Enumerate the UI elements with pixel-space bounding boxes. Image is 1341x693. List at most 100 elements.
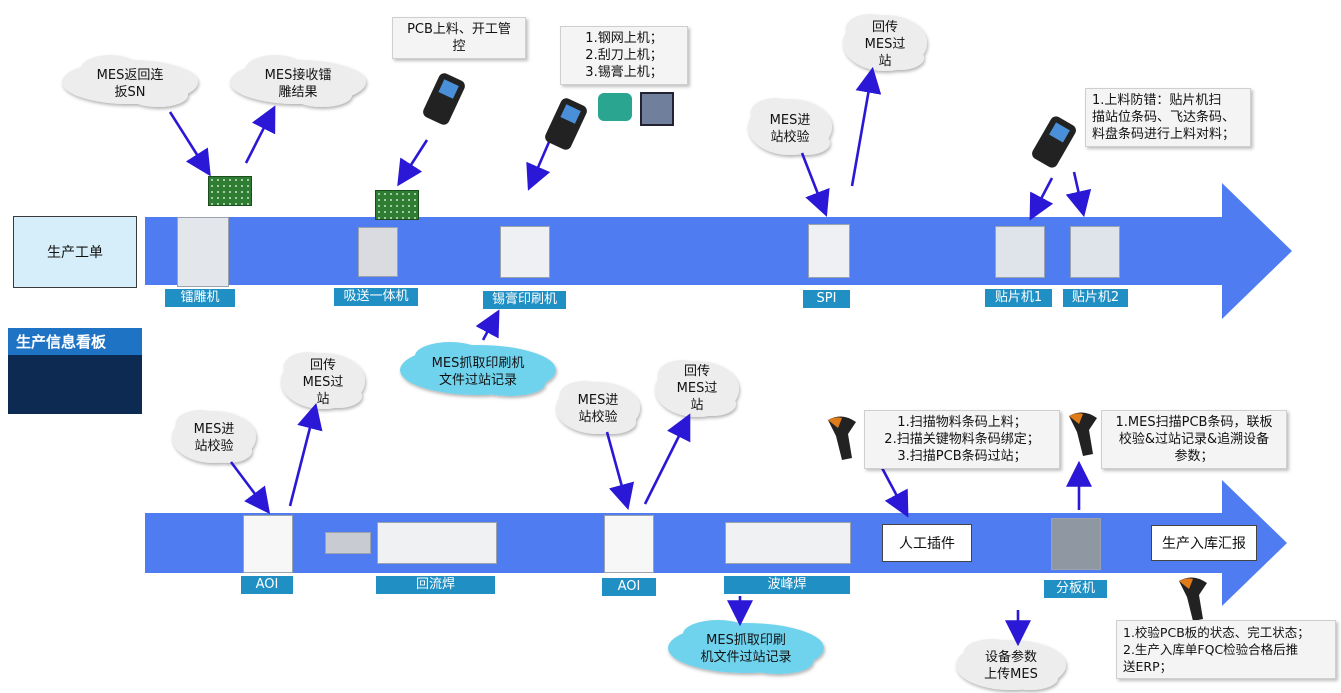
- cloud-mes-return-sn: MES返回连 扳SN: [75, 67, 185, 101]
- callout-pcb-loading: PCB上料、开工管 控: [392, 17, 526, 59]
- barcode-gun-icon-2: [1069, 412, 1097, 456]
- depaneling-machine: [1051, 518, 1101, 570]
- cloud-line: 扳SN: [114, 85, 146, 100]
- smt-machine-1: [995, 226, 1045, 278]
- production-kanban: 生产信息看板: [8, 328, 142, 414]
- cloud-shapes: [62, 14, 1066, 690]
- cloud-line: 回传: [871, 20, 898, 35]
- cloud-line: 站校验: [770, 130, 810, 145]
- cloud-line: 雕结果: [278, 85, 318, 100]
- flow-arrows: [168, 66, 1092, 647]
- cloud-aoi1-return: 回传 MES过 站: [283, 357, 363, 408]
- station-label-smt2: 贴片机2: [1063, 289, 1128, 307]
- callout-line: 控: [452, 39, 466, 54]
- cloud-line: 上传MES: [984, 667, 1038, 682]
- cloud-wave-capture: MES抓取印刷 机文件过站记录: [668, 632, 824, 666]
- cloud-line: 站: [316, 392, 330, 407]
- callout-line: 1.MES扫描PCB条码，联板: [1115, 415, 1273, 430]
- cloud-line: MES进: [577, 393, 619, 408]
- solder-paste-jar-icon: [598, 93, 632, 121]
- callout-smt-anti-error: 1.上料防错：贴片机扫 描站位条码、飞达条码、 料盘条码进行上料对料；: [1085, 88, 1251, 147]
- cloud-line: MES过: [864, 37, 906, 52]
- cloud-aoi1-check-in: MES进 站校验: [174, 421, 254, 455]
- station-label-aoi2: AOI: [602, 578, 656, 596]
- callout-line: 2.生产入库单FQC检验合格后推: [1123, 642, 1299, 657]
- callout-line: 参数；: [1174, 449, 1214, 464]
- callout-line: 1.上料防错：贴片机扫: [1092, 93, 1222, 108]
- cloud-spi-check-in: MES进 站校验: [750, 112, 830, 146]
- barcode-gun-icon: [828, 416, 856, 460]
- callout-depaneling: 1.MES扫描PCB条码，联板 校验&过站记录&追溯设备 参数；: [1101, 410, 1287, 469]
- spi-machine: [808, 224, 850, 278]
- aoi-machine-2: [604, 515, 654, 573]
- callout-line: 1.扫描物料条码上料；: [897, 415, 1027, 430]
- work-order-label: 生产工单: [47, 245, 103, 261]
- cloud-line: 回传: [309, 358, 336, 373]
- barcode-gun-icon-3: [1179, 577, 1207, 621]
- callout-line: PCB上料、开工管: [407, 22, 511, 37]
- cloud-shapes-blue: [400, 342, 824, 674]
- cloud-mes-receive-laser: MES接收镭 雕结果: [243, 67, 353, 101]
- callout-printer-setup: 1.钢网上机； 2.刮刀上机； 3.锡膏上机；: [560, 26, 688, 85]
- stencil-icon: [640, 92, 674, 126]
- cloud-line: MES抓取印刷: [706, 633, 786, 648]
- reflow-oven-machine: [377, 522, 497, 564]
- cloud-line: MES进: [193, 422, 235, 437]
- station-label-loader: 吸送一体机: [334, 288, 418, 306]
- cloud-line: 回传: [683, 364, 710, 379]
- station-label-smt1: 贴片机1: [985, 289, 1052, 307]
- pcb-board-2: [375, 190, 419, 220]
- loader-machine: [358, 227, 398, 277]
- station-label-laser: 镭雕机: [165, 289, 235, 307]
- top-flow-band: [145, 183, 1292, 319]
- callout-warehouse: 1.校验PCB板的状态、完工状态； 2.生产入库单FQC检验合格后推 送ERP；: [1116, 620, 1336, 679]
- pcb-board-1: [208, 176, 252, 206]
- cloud-line: 机文件过站记录: [700, 650, 792, 665]
- kanban-title: 生产信息看板: [8, 328, 142, 355]
- cloud-aoi2-check-in: MES进 站校验: [558, 392, 638, 426]
- callout-line: 描站位条码、飞达条码、: [1092, 110, 1236, 125]
- callout-manual-insert: 1.扫描物料条码上料； 2.扫描关键物料条码绑定； 3.扫描PCB条码过站；: [864, 410, 1060, 469]
- cloud-line: MES过: [676, 381, 718, 396]
- callout-line: 2.扫描关键物料条码绑定；: [884, 432, 1040, 447]
- cloud-equipment-params: 设备参数 上传MES: [961, 649, 1061, 683]
- manual-insert-box: 人工插件: [882, 524, 972, 562]
- handheld-scanner-icon-2: [545, 98, 587, 150]
- warehouse-report-label: 生产入库汇报: [1162, 536, 1246, 552]
- stencil-printer-machine: [500, 226, 550, 278]
- handheld-scanner-icon: [423, 73, 465, 125]
- laser-engraver-machine: [177, 217, 229, 287]
- station-label-printer: 锡膏印刷机: [483, 291, 566, 309]
- cloud-aoi2-return: 回传 MES过 站: [657, 363, 737, 414]
- wave-solder-machine: [725, 522, 851, 564]
- cloud-line: 文件过站记录: [438, 373, 517, 388]
- cloud-line: MES抓取印刷机: [431, 356, 525, 371]
- cloud-printer-capture: MES抓取印刷机 文件过站记录: [408, 355, 548, 389]
- cloud-line: 站: [878, 54, 892, 69]
- callout-line: 料盘条码进行上料对料；: [1092, 127, 1236, 142]
- bottom-flow-band: [145, 480, 1287, 606]
- cloud-line: MES进: [769, 113, 811, 128]
- callout-line: 1.钢网上机；: [585, 31, 663, 46]
- station-label-aoi1: AOI: [241, 576, 293, 594]
- callout-line: 校验&过站记录&追溯设备: [1118, 432, 1270, 447]
- cloud-line: 站: [690, 398, 704, 413]
- cloud-line: 设备参数: [984, 650, 1037, 665]
- callout-line: 2.刮刀上机；: [585, 48, 663, 63]
- station-label-spi: SPI: [803, 290, 850, 308]
- station-label-wave: 波峰焊: [724, 576, 850, 594]
- warehouse-report-box: 生产入库汇报: [1151, 525, 1257, 561]
- station-label-depaneling: 分板机: [1044, 580, 1107, 598]
- aoi-machine-1: [243, 515, 293, 573]
- cloud-line: 站校验: [194, 439, 234, 454]
- handheld-scanner-icon-3: [1032, 116, 1076, 168]
- callout-line: 送ERP；: [1123, 659, 1173, 674]
- callout-line: 3.扫描PCB条码过站；: [897, 449, 1027, 464]
- cloud-line: MES接收镭: [264, 68, 332, 83]
- work-order-box: 生产工单: [13, 216, 137, 288]
- cloud-line: MES返回连: [96, 68, 164, 83]
- conveyor-machine: [325, 532, 371, 554]
- cloud-line: MES过: [302, 375, 344, 390]
- manual-insert-label: 人工插件: [899, 536, 955, 552]
